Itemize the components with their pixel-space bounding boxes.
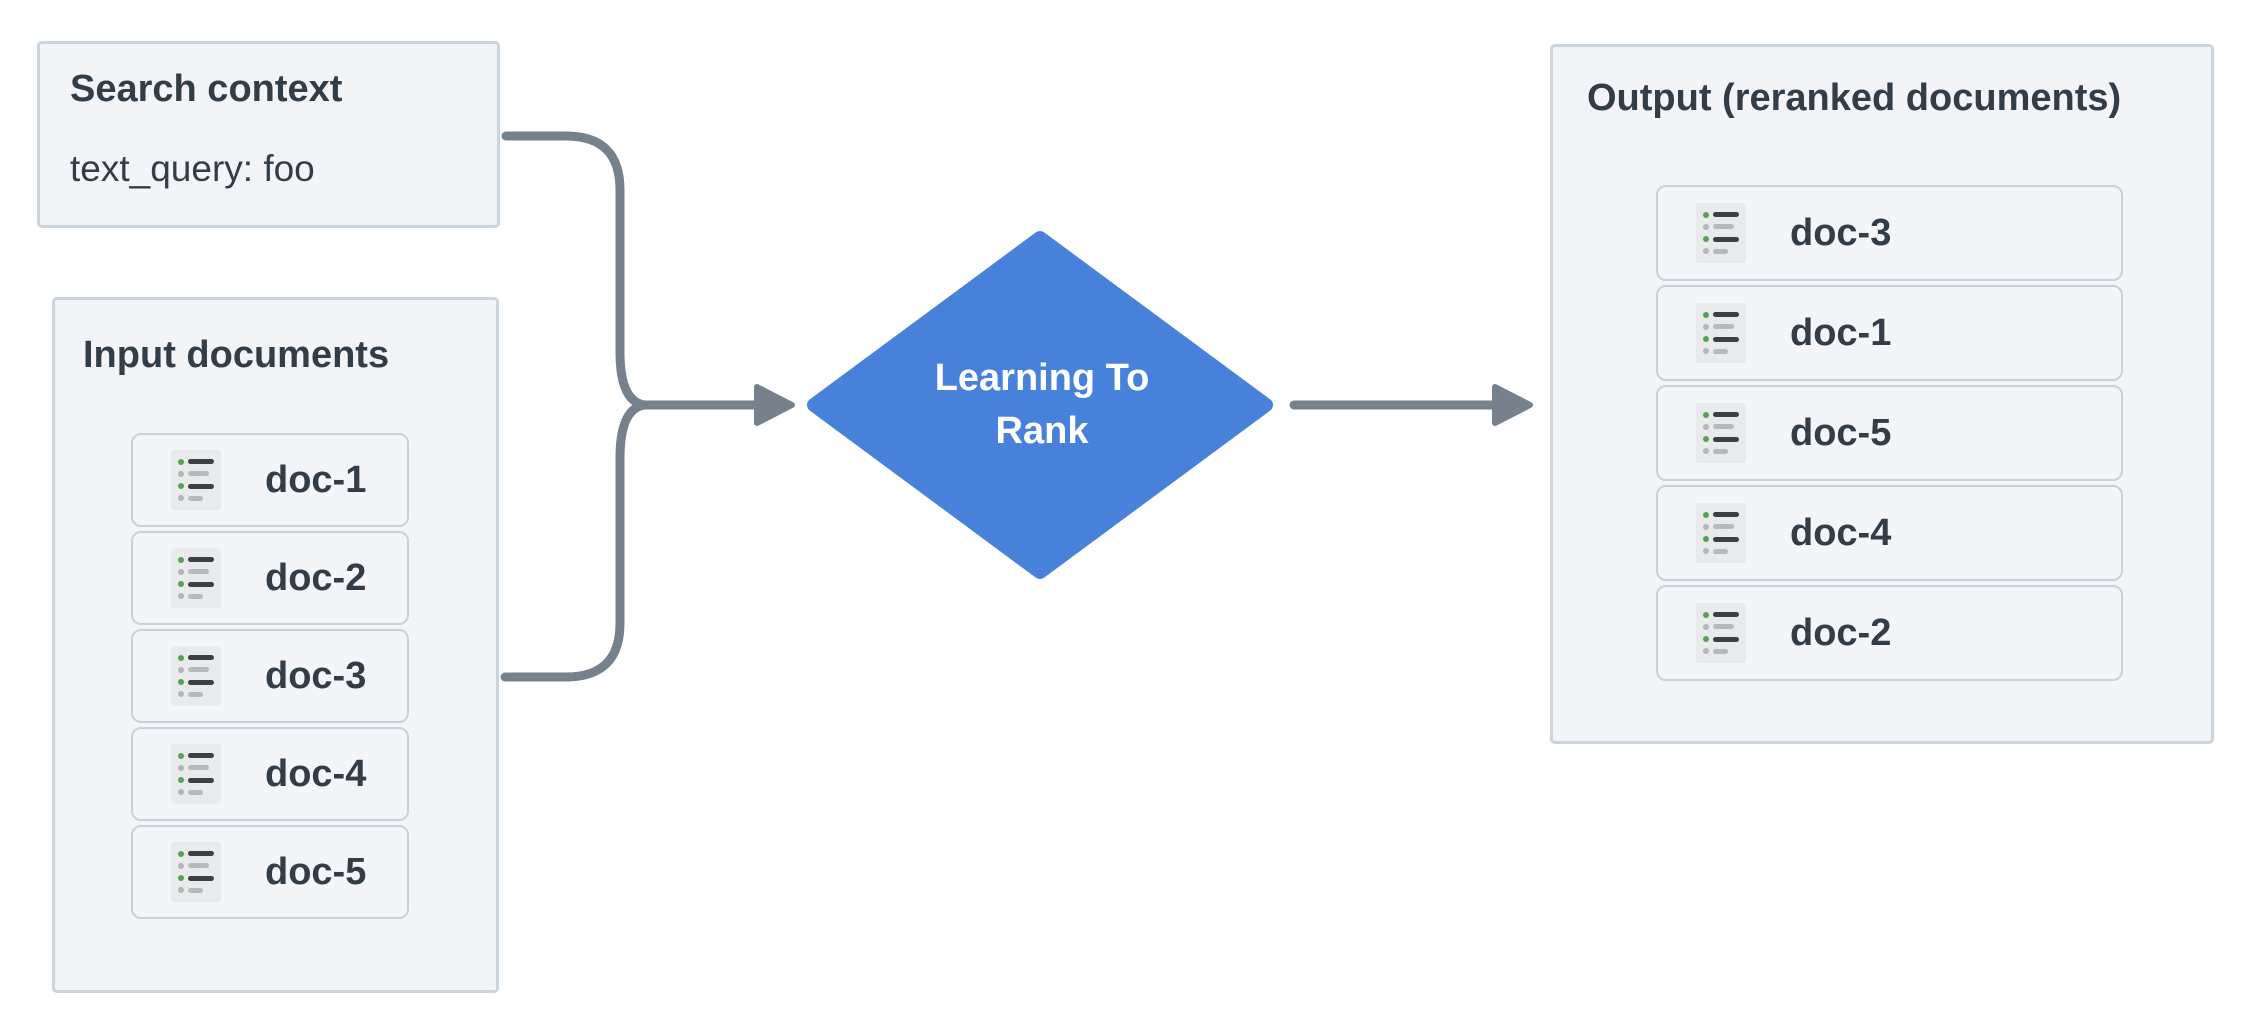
input-documents-title: Input documents xyxy=(83,334,390,376)
search-context-query: text_query: foo xyxy=(70,148,315,189)
document-label: doc-2 xyxy=(1790,611,1892,654)
document-list-icon xyxy=(1696,603,1746,663)
search-context-title: Search context xyxy=(70,68,343,110)
learning-to-rank-diamond xyxy=(807,231,1273,579)
document-list-icon xyxy=(171,548,221,608)
document-row: doc-1 xyxy=(131,433,409,527)
document-list-icon xyxy=(1696,403,1746,463)
document-row: doc-3 xyxy=(131,629,409,723)
document-list-icon xyxy=(171,646,221,706)
document-list-icon xyxy=(1696,203,1746,263)
document-row: doc-2 xyxy=(131,531,409,625)
input-documents-list: doc-1 doc-2 xyxy=(131,433,409,919)
document-row: doc-5 xyxy=(131,825,409,919)
document-label: doc-1 xyxy=(1790,311,1892,354)
document-label: doc-4 xyxy=(1790,511,1892,554)
document-label: doc-3 xyxy=(1790,211,1892,254)
document-row: doc-4 xyxy=(131,727,409,821)
document-list-icon xyxy=(1696,503,1746,563)
document-label: doc-1 xyxy=(265,458,367,501)
document-row: doc-2 xyxy=(1656,585,2123,681)
document-label: doc-3 xyxy=(265,654,367,697)
document-label: doc-4 xyxy=(265,752,367,795)
merge-connector xyxy=(500,131,649,682)
document-label: doc-5 xyxy=(265,850,367,893)
arrow-to-ranker-head xyxy=(754,384,795,426)
document-label: doc-5 xyxy=(1790,411,1892,454)
output-documents-list: doc-3 doc-1 xyxy=(1656,185,2123,681)
document-label: doc-2 xyxy=(265,556,367,599)
document-list-icon xyxy=(1696,303,1746,363)
document-list-icon xyxy=(171,744,221,804)
document-row: doc-3 xyxy=(1656,185,2123,281)
document-row: doc-5 xyxy=(1656,385,2123,481)
input-documents-panel: Input documents doc-1 xyxy=(52,297,499,993)
output-title: Output (reranked documents) xyxy=(1587,77,2122,119)
document-row: doc-4 xyxy=(1656,485,2123,581)
document-list-icon xyxy=(171,450,221,510)
document-row: doc-1 xyxy=(1656,285,2123,381)
output-panel: Output (reranked documents) doc-3 xyxy=(1550,44,2214,744)
arrow-to-output-head xyxy=(1492,384,1533,426)
search-context-panel: Search context text_query: foo xyxy=(37,41,500,228)
document-list-icon xyxy=(171,842,221,902)
